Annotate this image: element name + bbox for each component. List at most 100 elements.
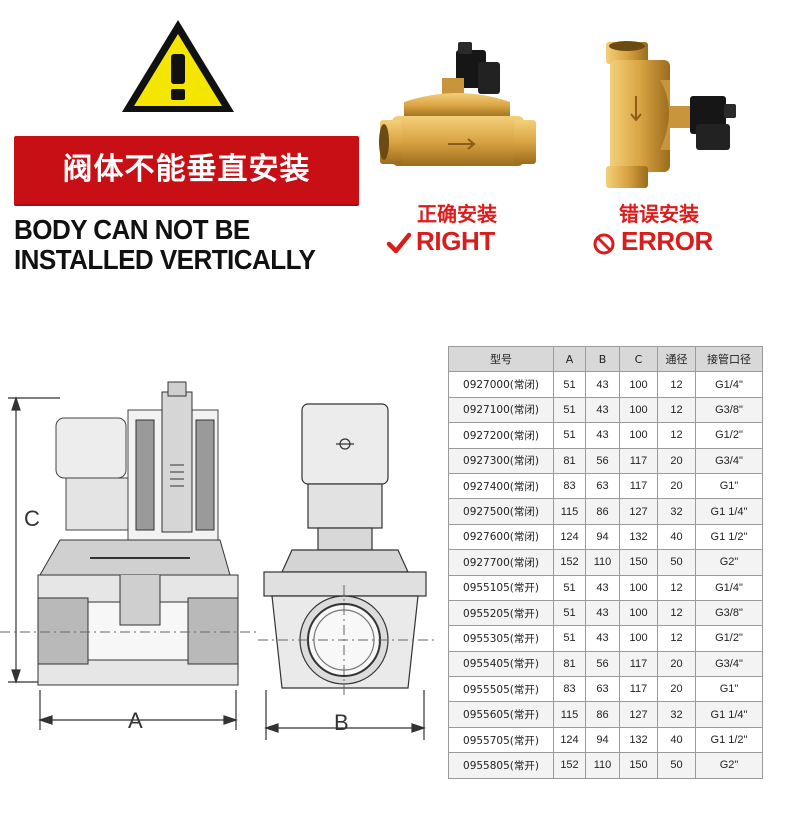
table-cell: G1/2" (695, 625, 763, 652)
warning-line-1: BODY CAN NOT BE (14, 214, 250, 245)
model-cell: 0955405(常开) (448, 650, 554, 678)
table-cell: 51 (553, 625, 586, 652)
table-cell: 50 (657, 752, 696, 779)
table-cell: 83 (553, 472, 586, 500)
table-cell: 110 (585, 752, 620, 779)
warning-title: 阀体不能垂直安装 (62, 152, 311, 187)
table-cell: 43 (585, 574, 620, 601)
table-cell: 100 (619, 422, 658, 449)
table-cell: 20 (657, 676, 696, 703)
table-cell: G3/8" (695, 599, 763, 627)
table-cell: 40 (657, 523, 696, 551)
dimension-b-label: B (334, 710, 349, 735)
table-cell: 63 (585, 676, 620, 703)
table-cell: 12 (657, 599, 696, 627)
table-cell: G2" (695, 752, 763, 779)
model-cell: 0927200(常闭) (448, 422, 554, 449)
table-header-cell: A (553, 345, 586, 373)
table-cell: 127 (619, 701, 658, 728)
table-cell: 50 (657, 549, 696, 576)
table-cell: 124 (553, 523, 586, 551)
table-cell: 12 (657, 396, 696, 424)
table-cell: 94 (585, 726, 620, 754)
table-cell: 132 (619, 726, 658, 754)
valve-section-drawing (0, 381, 260, 730)
warning-triangle-icon (122, 20, 234, 112)
table-cell: 152 (553, 752, 586, 779)
check-icon (386, 232, 412, 254)
table-cell: 51 (553, 599, 586, 627)
table-cell: G1" (695, 676, 763, 703)
warning-text: BODY CAN NOT BE INSTALLED VERTICALLY (14, 214, 316, 275)
table-cell: 56 (585, 447, 620, 474)
table-cell: 100 (619, 625, 658, 652)
table-cell: 43 (585, 422, 620, 449)
table-header-cell: 通径 (657, 345, 696, 373)
table-cell: 86 (585, 498, 620, 525)
model-cell: 0955705(常开) (448, 726, 554, 754)
dimension-a-label: A (128, 708, 143, 733)
table-cell: 100 (619, 599, 658, 627)
model-cell: 0955305(常开) (448, 625, 554, 652)
no-entry-icon (593, 233, 615, 255)
table-cell: 100 (619, 396, 658, 424)
table-cell: 32 (657, 498, 696, 525)
table-cell: 127 (619, 498, 658, 525)
table-cell: 43 (585, 625, 620, 652)
table-cell: G1 1/4" (695, 701, 763, 728)
table-cell: 63 (585, 472, 620, 500)
right-caption-cn: 正确安装 (417, 202, 497, 226)
table-cell: 12 (657, 574, 696, 601)
table-cell: G1 1/4" (695, 498, 763, 525)
model-cell: 0955805(常开) (448, 752, 554, 779)
table-cell: 20 (657, 447, 696, 474)
error-caption-cn: 错误安装 (619, 202, 699, 226)
valve-horizontal-image (379, 42, 536, 166)
table-cell: 100 (619, 574, 658, 601)
table-cell: 81 (553, 650, 586, 678)
model-cell: 0927400(常闭) (448, 472, 554, 500)
table-cell: 40 (657, 726, 696, 754)
table-cell: 150 (619, 752, 658, 779)
valve-side-drawing (258, 403, 438, 740)
model-cell: 0927700(常闭) (448, 549, 554, 576)
table-cell: 115 (553, 498, 586, 525)
table-cell: 43 (585, 599, 620, 627)
table-cell: 43 (585, 371, 620, 398)
table-header-cell: B (585, 345, 620, 373)
model-cell: 0927500(常闭) (448, 498, 554, 525)
table-cell: G2" (695, 549, 763, 576)
table-cell: G1 1/2" (695, 523, 763, 551)
table-cell: 51 (553, 422, 586, 449)
dimension-c-label: C (24, 506, 40, 531)
model-cell: 0927300(常闭) (448, 447, 554, 474)
table-cell: G1 1/2" (695, 726, 763, 754)
model-cell: 0927000(常闭) (448, 371, 554, 398)
table-cell: G1/4" (695, 371, 763, 398)
table-cell: G3/4" (695, 447, 763, 474)
model-cell: 0927100(常闭) (448, 396, 554, 424)
model-cell: 0955205(常开) (448, 599, 554, 627)
table-cell: 117 (619, 676, 658, 703)
table-cell: 86 (585, 701, 620, 728)
table-cell: 124 (553, 726, 586, 754)
table-cell: 83 (553, 676, 586, 703)
table-cell: 51 (553, 396, 586, 424)
table-cell: 32 (657, 701, 696, 728)
table-cell: G3/8" (695, 396, 763, 424)
table-cell: 20 (657, 472, 696, 500)
table-cell: 117 (619, 447, 658, 474)
